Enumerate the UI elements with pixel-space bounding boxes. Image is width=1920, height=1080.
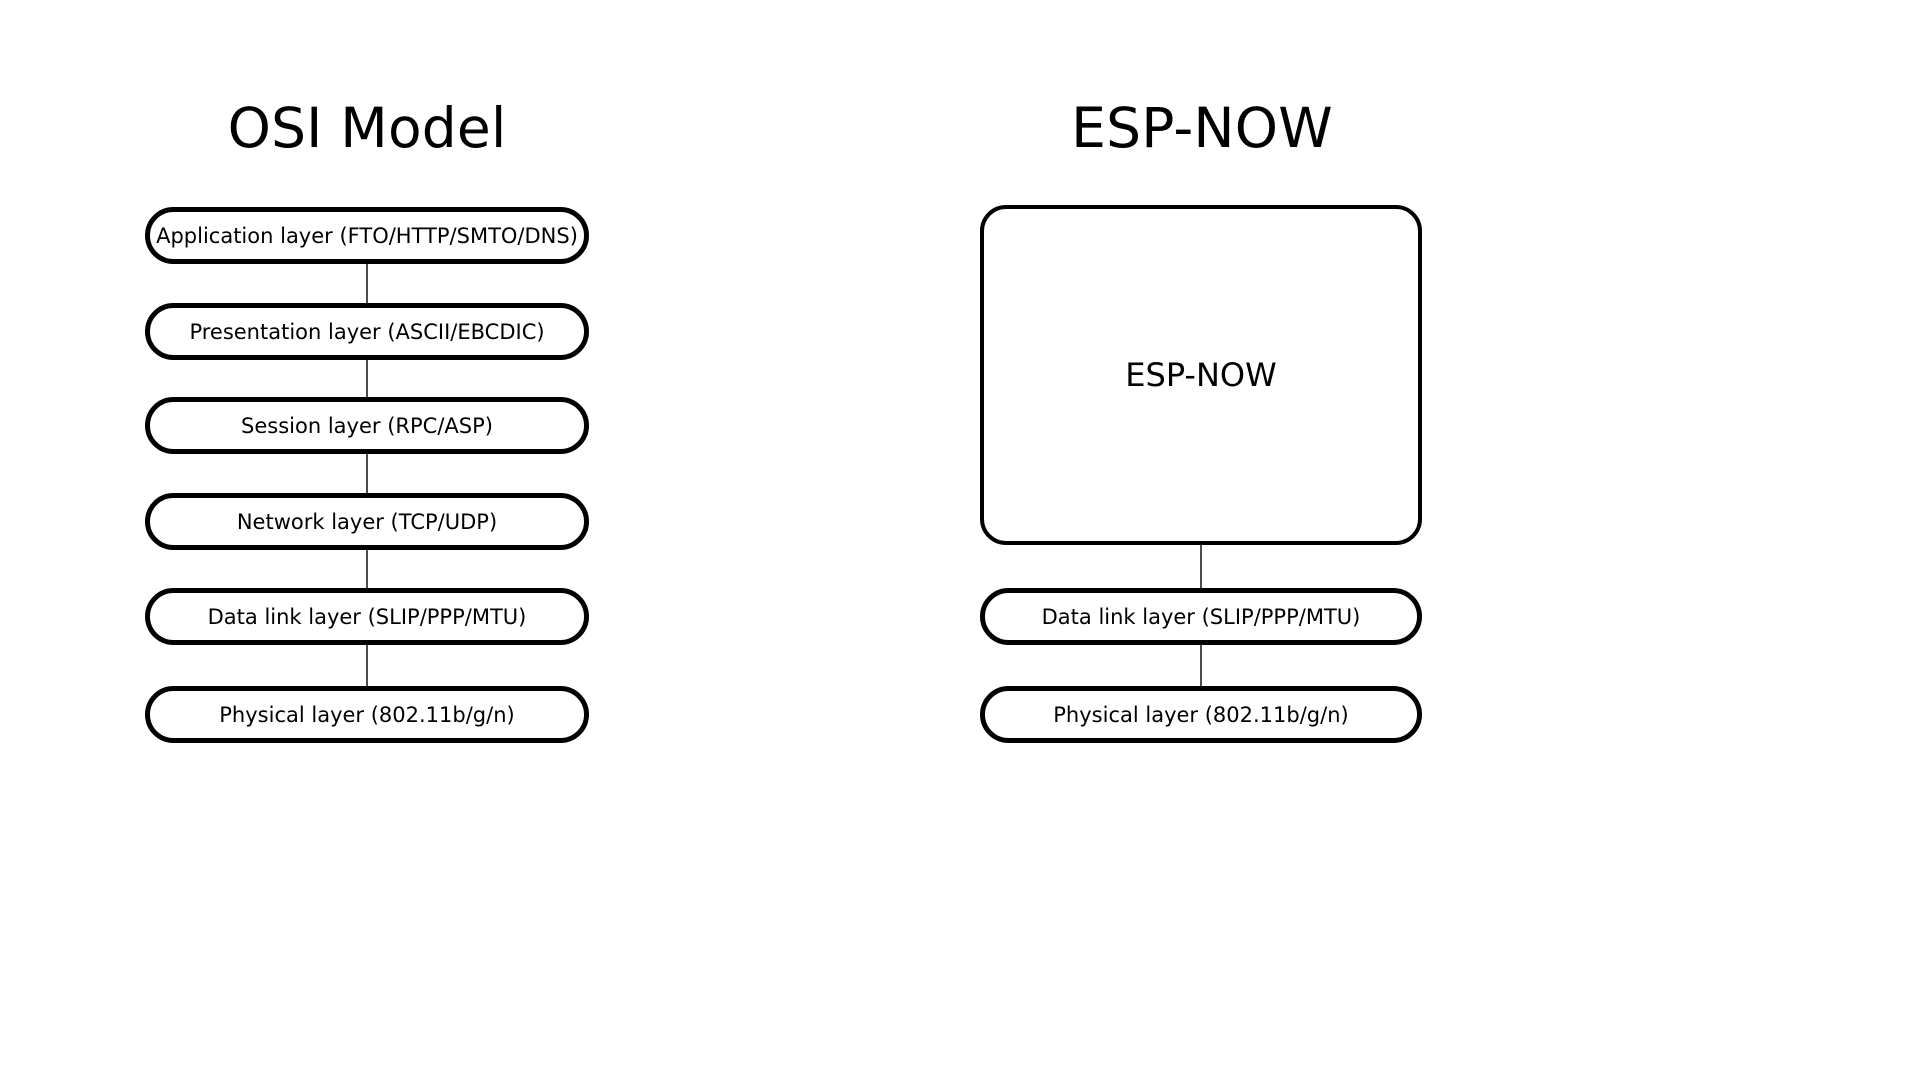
esp-connector-datalink-physical bbox=[1200, 639, 1202, 691]
esp-layer-label-data-link: Data link layer (SLIP/PPP/MTU) bbox=[1041, 604, 1361, 629]
osi-connector-1-2 bbox=[366, 258, 368, 308]
osi-layer-label-application: Application layer (FTO/HTTP/SMTO/DNS) bbox=[156, 223, 578, 248]
osi-layer-label-session: Session layer (RPC/ASP) bbox=[241, 413, 493, 438]
osi-model-title: OSI Model bbox=[227, 96, 507, 160]
osi-layer-label-data-link: Data link layer (SLIP/PPP/MTU) bbox=[207, 604, 527, 629]
osi-layer-label-physical: Physical layer (802.11b/g/n) bbox=[219, 702, 515, 727]
esp-layer-box-physical[interactable]: Physical layer (802.11b/g/n) bbox=[980, 686, 1422, 743]
esp-layer-label-physical: Physical layer (802.11b/g/n) bbox=[1053, 702, 1349, 727]
osi-connector-5-6 bbox=[366, 639, 368, 691]
osi-layer-box-data-link[interactable]: Data link layer (SLIP/PPP/MTU) bbox=[145, 588, 589, 645]
esp-connector-big-datalink bbox=[1200, 540, 1202, 594]
osi-layer-box-presentation[interactable]: Presentation layer (ASCII/EBCDIC) bbox=[145, 303, 589, 360]
osi-connector-2-3 bbox=[366, 354, 368, 400]
esp-now-stack-label: ESP-NOW bbox=[1125, 356, 1277, 394]
osi-layer-box-physical[interactable]: Physical layer (802.11b/g/n) bbox=[145, 686, 589, 743]
osi-layer-box-network[interactable]: Network layer (TCP/UDP) bbox=[145, 493, 589, 550]
esp-now-stack-box[interactable]: ESP-NOW bbox=[980, 205, 1422, 545]
osi-connector-4-5 bbox=[366, 544, 368, 594]
esp-layer-box-data-link[interactable]: Data link layer (SLIP/PPP/MTU) bbox=[980, 588, 1422, 645]
osi-layer-label-presentation: Presentation layer (ASCII/EBCDIC) bbox=[189, 319, 545, 344]
osi-layer-label-network: Network layer (TCP/UDP) bbox=[236, 509, 498, 534]
osi-connector-3-4 bbox=[366, 448, 368, 498]
osi-layer-box-application[interactable]: Application layer (FTO/HTTP/SMTO/DNS) bbox=[145, 207, 589, 264]
esp-now-title: ESP-NOW bbox=[1071, 96, 1333, 160]
osi-layer-box-session[interactable]: Session layer (RPC/ASP) bbox=[145, 397, 589, 454]
